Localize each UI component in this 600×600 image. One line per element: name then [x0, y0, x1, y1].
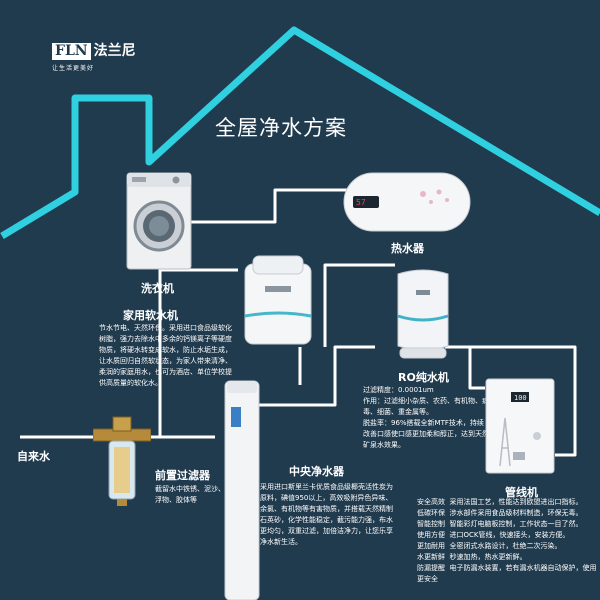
- house-outline: [0, 26, 600, 239]
- water-softener-image: [244, 255, 312, 345]
- brand-slogan: 让生活更美好: [52, 65, 95, 72]
- prefilter-image: [93, 416, 151, 506]
- washing-machine-image: [126, 172, 192, 270]
- product-desc-prefilter: 截留水中铁锈、泥沙、悬浮物、胶体等: [155, 485, 232, 504]
- svg-text:57: 57: [356, 198, 366, 207]
- central-purifier-image: [224, 380, 260, 600]
- tap-water-label: 自来水: [17, 450, 50, 463]
- page-title: 全屋净水方案: [215, 116, 347, 140]
- pipeline-machine-image: 100: [485, 378, 555, 474]
- product-desc-ro: 过滤精度：0.0001um 作用：过滤细小杂质、农药、有机物、病毒、细菌、重金属…: [363, 386, 489, 449]
- product-name-washer: 洗衣机: [141, 282, 174, 295]
- ro-purifier-image: [397, 269, 449, 359]
- water-heater-image: 57: [343, 172, 471, 232]
- product-name-ro: RO纯水机: [398, 371, 449, 384]
- product-name-pipeline: 管线机: [505, 486, 538, 499]
- product-desc-central: 采用进口斯里兰卡优质食品级椰壳活性炭为原料，碘值950以上，高效吸附异色异味、余…: [260, 483, 393, 546]
- svg-text:100: 100: [514, 394, 527, 402]
- product-desc-pipeline: 安全高效 采用法国工艺，性能达到欧盟进出口指标。 低碳环保 涉水部件采用食品级材…: [417, 498, 597, 583]
- product-name-heater: 热水器: [391, 242, 424, 255]
- product-name-softener: 家用软水机: [123, 309, 178, 322]
- logo-mark: FLN: [52, 43, 91, 60]
- product-name-central: 中央净水器: [289, 465, 344, 478]
- logo-cn-text: 法兰尼: [93, 43, 136, 59]
- product-desc-softener: 节水节电、天然环保。采用进口食品级软化树脂，强力去除水中多余的钙镁离子等硬度物质…: [99, 324, 232, 387]
- product-name-prefilter: 前置过滤器: [155, 469, 210, 482]
